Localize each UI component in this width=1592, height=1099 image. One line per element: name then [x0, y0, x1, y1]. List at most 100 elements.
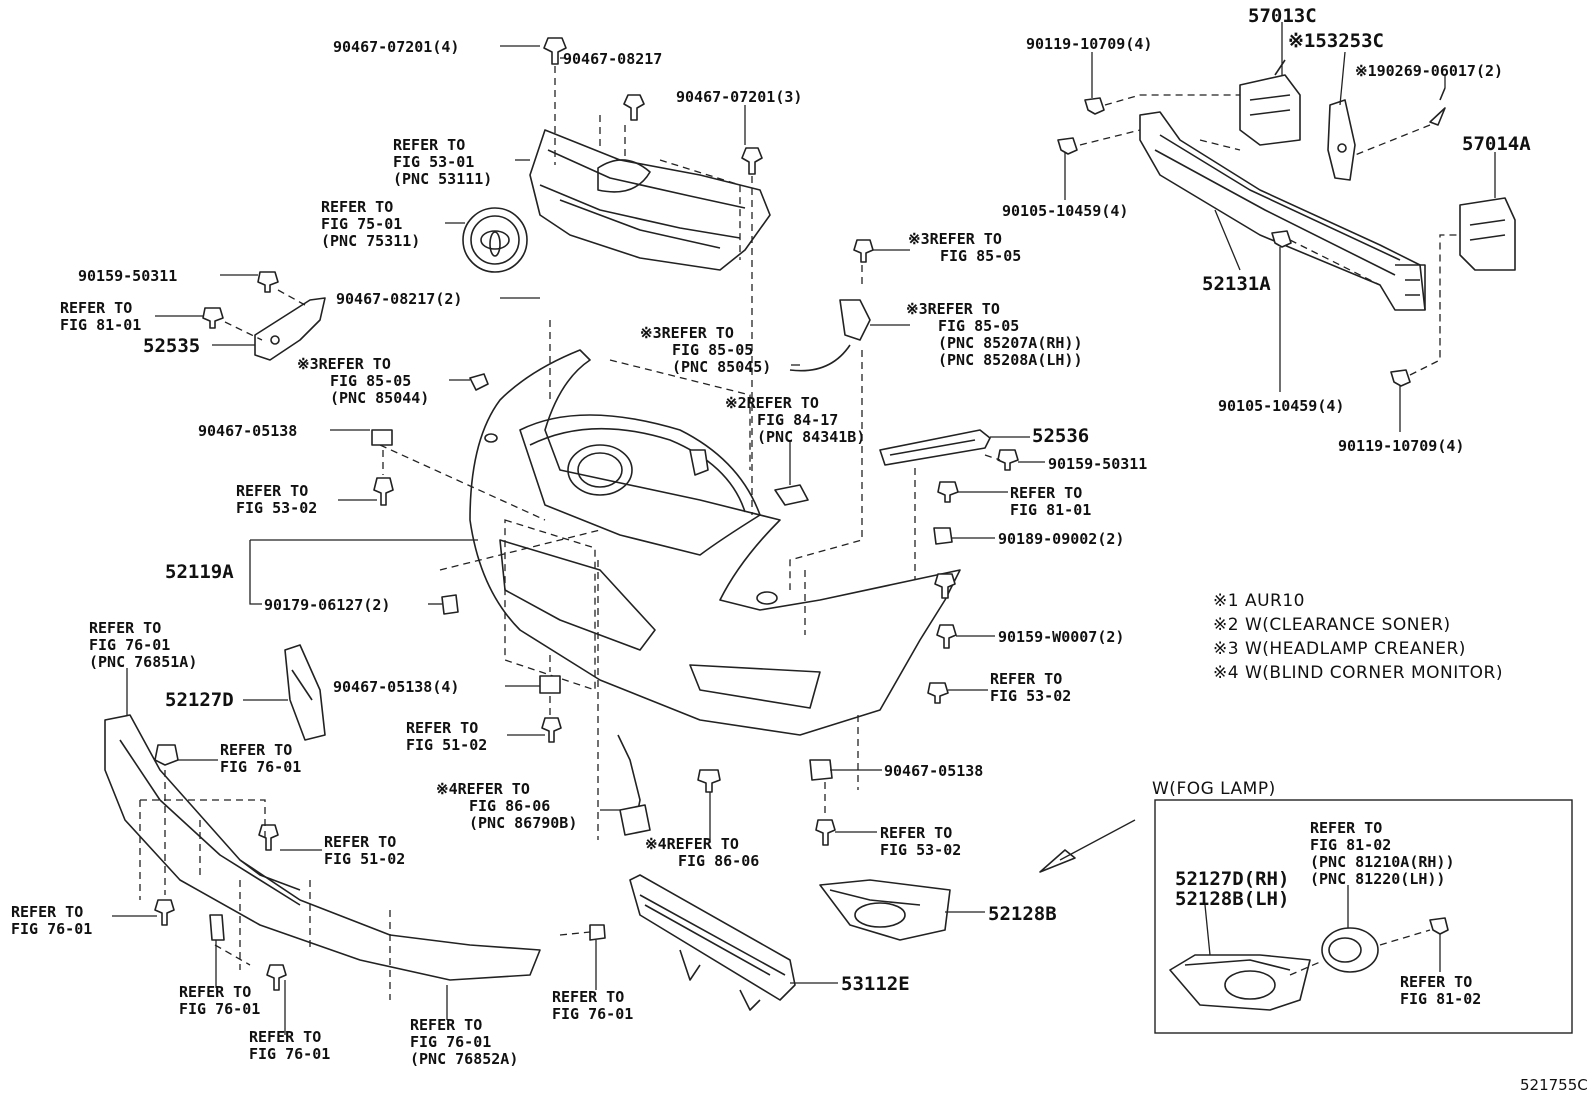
- callout-c8: 90467-08217(2): [336, 290, 462, 308]
- bracket-57013C: [1239, 59, 1301, 146]
- callout-c25-l2: FIG 85-05: [672, 341, 753, 359]
- callout-c13-l2: FIG 76-01: [89, 636, 170, 654]
- callout-c13-l1: REFER TO: [89, 619, 161, 637]
- callout-c9-l1: ※3REFER TO: [297, 355, 391, 373]
- callout-c21-l1: REFER TO: [410, 1016, 482, 1034]
- note-4: ※4 W(BLIND CORNER MONITOR): [1213, 663, 1503, 683]
- callout-c1: 90467-07201(4): [333, 38, 459, 56]
- callout-c3: 90467-07201(3): [676, 88, 802, 106]
- lower-spoiler: [104, 714, 541, 981]
- clip-90467-07201-top: [543, 37, 567, 90]
- callout-c23-l2: FIG 86-06: [469, 797, 550, 815]
- toyota-emblem: [462, 207, 528, 273]
- callout-c24-l1: ※4REFER TO: [645, 835, 739, 853]
- direction-arrow: [1039, 819, 1136, 873]
- callout-c5-l1: REFER TO: [321, 198, 393, 216]
- figure-code: 521755C: [1520, 1076, 1588, 1094]
- part-53112E: 53112E: [841, 973, 910, 995]
- fog-lamp-inset: [1154, 799, 1573, 1034]
- callout-c27-l1: ※3REFER TO: [908, 230, 1002, 248]
- bracket-57014A: [1459, 197, 1516, 271]
- callout-c26-l2: FIG 84-17: [757, 411, 838, 429]
- callout-c16-l2: FIG 76-01: [220, 758, 301, 776]
- note-1: ※1 AUR10: [1213, 591, 1305, 611]
- callout-c41-l3: (PNC 81210A(RH)): [1310, 853, 1455, 871]
- part-52128B: 52128B: [988, 903, 1057, 925]
- clearance-sonar-sensor: [774, 470, 809, 506]
- reinforcement-bolts: [1057, 87, 1460, 387]
- callout-c22-l2: FIG 76-01: [552, 1005, 633, 1023]
- callout-c28-l4: (PNC 85208A(LH)): [938, 351, 1083, 369]
- callout-c39: 90105-10459(4): [1218, 397, 1344, 415]
- lower-fasteners: [139, 744, 606, 1000]
- fog-cover-52128B: [819, 879, 951, 941]
- callout-c35-l1: REFER TO: [880, 824, 952, 842]
- note-2: ※2 W(CLEARANCE SONER): [1213, 615, 1451, 635]
- part-52535: 52535: [143, 335, 200, 357]
- callout-c11-l1: REFER TO: [236, 482, 308, 500]
- callout-c17-l2: FIG 51-02: [324, 850, 405, 868]
- leader-lines: [112, 22, 1496, 1035]
- callout-c2: 90467-08217: [563, 50, 662, 68]
- reinforcement-52131A: [1139, 111, 1426, 311]
- callout-c28-l3: (PNC 85207A(RH)): [938, 334, 1083, 352]
- bracket-53253C: [1327, 99, 1356, 181]
- clip-90467-05138-right: [809, 527, 957, 846]
- inset-part-52127D: 52127D(RH): [1175, 868, 1289, 890]
- inset-labels: W(FOG LAMP) REFER TO FIG 81-02 (PNC 8121…: [1152, 779, 1481, 1008]
- callout-c25-l1: ※3REFER TO: [640, 324, 734, 342]
- callout-c37: ※190269-06017(2): [1355, 62, 1503, 80]
- callout-c32: 90159-W0007(2): [998, 628, 1124, 646]
- callout-c41-l1: REFER TO: [1310, 819, 1382, 837]
- callout-c41-l4: (PNC 81220(LH)): [1310, 870, 1445, 888]
- radiator-grille: [529, 90, 771, 271]
- callout-c18-l1: REFER TO: [11, 903, 83, 921]
- callout-c25-l3: (PNC 85045): [672, 358, 771, 376]
- bumper-cover-52119A: [469, 349, 961, 736]
- callout-c14: 90467-05138(4): [333, 678, 459, 696]
- callout-c4-l1: REFER TO: [393, 136, 465, 154]
- callout-c42-l1: REFER TO: [1400, 973, 1472, 991]
- callout-c40: 90119-10709(4): [1338, 437, 1464, 455]
- callout-c29: 90159-50311: [1048, 455, 1147, 473]
- callout-c31: 90189-09002(2): [998, 530, 1124, 548]
- callout-c5-l2: FIG 75-01: [321, 215, 402, 233]
- moulding-52127D: [284, 644, 326, 741]
- part-57014A: 57014A: [1462, 133, 1531, 155]
- callout-c7-l2: FIG 81-01: [60, 316, 141, 334]
- callout-c6: 90159-50311: [78, 267, 177, 285]
- callout-c21-l2: FIG 76-01: [410, 1033, 491, 1051]
- part-57013C: 57013C: [1248, 5, 1317, 27]
- clip-90467-08217-top: [623, 94, 645, 121]
- part-52127D: 52127D: [165, 689, 234, 711]
- callout-c20-l1: REFER TO: [249, 1028, 321, 1046]
- lower-grille-53112E: [629, 874, 796, 1011]
- callout-c28-l2: FIG 85-05: [938, 317, 1019, 335]
- callout-c17-l1: REFER TO: [324, 833, 396, 851]
- callout-c23-l1: ※4REFER TO: [436, 780, 530, 798]
- callout-c27-l2: FIG 85-05: [940, 247, 1021, 265]
- callout-c35-l2: FIG 53-02: [880, 841, 961, 859]
- callout-c9-l2: FIG 85-05: [330, 372, 411, 390]
- callout-c20-l2: FIG 76-01: [249, 1045, 330, 1063]
- notes-legend: ※1 AUR10 ※2 W(CLEARANCE SONER) ※3 W(HEAD…: [1213, 591, 1503, 683]
- callout-c42-l2: FIG 81-02: [1400, 990, 1481, 1008]
- inset-title: W(FOG LAMP): [1152, 779, 1276, 799]
- lower-clips: [539, 655, 562, 743]
- bracket-52536: [879, 429, 1019, 580]
- callout-c15-l1: REFER TO: [406, 719, 478, 737]
- callout-c7-l1: REFER TO: [60, 299, 132, 317]
- callout-c4-l3: (PNC 53111): [393, 170, 492, 188]
- callout-c26-l3: (PNC 84341B): [757, 428, 865, 446]
- callout-c30-l2: FIG 81-01: [1010, 501, 1091, 519]
- callout-c24-l2: FIG 86-06: [678, 852, 759, 870]
- callout-c33-l2: FIG 53-02: [990, 687, 1071, 705]
- callout-c10: 90467-05138: [198, 422, 297, 440]
- callout-c36: 90119-10709(4): [1026, 35, 1152, 53]
- blind-corner-monitor: [597, 560, 721, 840]
- callout-c41-l2: FIG 81-02: [1310, 836, 1391, 854]
- callout-c23-l3: (PNC 86790B): [469, 814, 577, 832]
- note-3: ※3 W(HEADLAMP CREANER): [1213, 639, 1466, 659]
- bracket-52535: [202, 271, 326, 361]
